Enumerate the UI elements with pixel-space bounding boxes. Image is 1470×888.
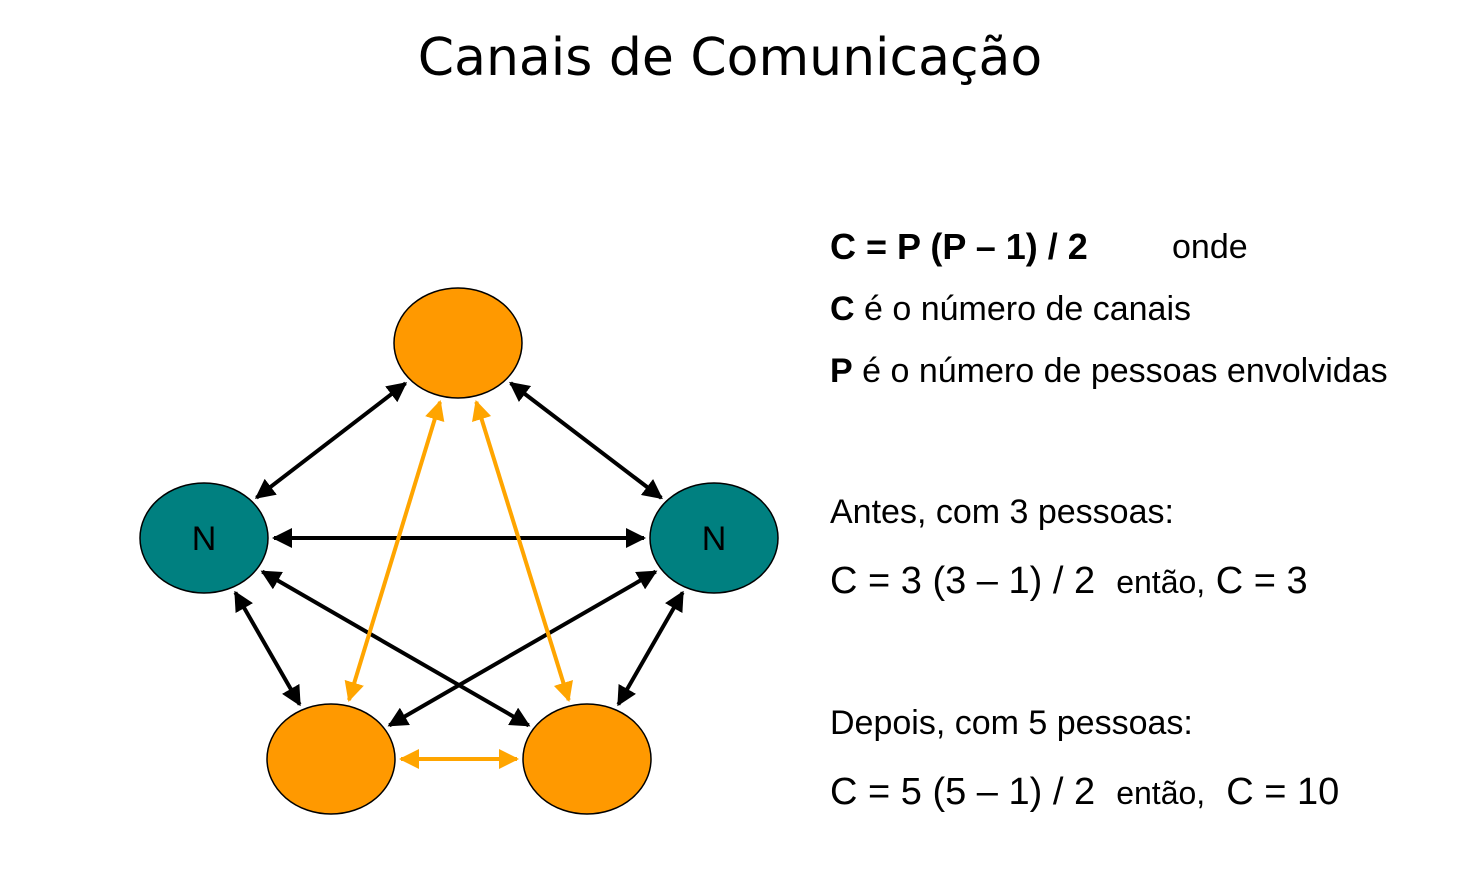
channel-arrow-left-bottom-left [233, 590, 302, 707]
person-node-label-right: N [702, 520, 727, 558]
person-node-shape-right [649, 482, 779, 594]
slide-title: Canais de Comunicação [417, 28, 1043, 88]
channel-arrow-top-left [254, 381, 408, 500]
person-node-bottom-left [266, 703, 396, 815]
antes-formula: C = 3 (3 – 1) / 2 [830, 560, 1096, 602]
person-node-label-left: N [192, 520, 217, 558]
definition-c-symbol: C [830, 290, 855, 328]
channel-arrow-top-right [509, 381, 663, 500]
definition-p: P é o número de pessoas envolvidas [830, 352, 1388, 391]
general-formula: C = P (P – 1) / 2 [830, 226, 1088, 267]
definition-c: C é o número de canais [830, 290, 1191, 329]
person-node-shape-bottom-left [266, 703, 396, 815]
channel-arrow-top-bottom-right [472, 399, 573, 703]
person-node-top [393, 287, 523, 399]
definition-c-text: é o número de canais [854, 290, 1191, 328]
channel-arrow-left-bottom-right [260, 569, 531, 728]
channel-arrow-right-bottom-right [616, 590, 685, 707]
person-node-bottom-right [522, 703, 652, 815]
formula-onde-label: onde [1172, 228, 1248, 266]
antes-entao: então, [1116, 564, 1206, 600]
antes-formula-line: C = 3 (3 – 1) / 2 então, C = 3 [830, 560, 1308, 603]
person-node-left: N [139, 482, 269, 594]
antes-label: Antes, com 3 pessoas: [830, 493, 1174, 531]
channel-arrow-right-bottom-left [387, 569, 658, 728]
depois-formula-line: C = 5 (5 – 1) / 2 então, C = 10 [830, 771, 1339, 814]
definition-p-symbol: P [830, 352, 853, 390]
depois-label: Depois, com 5 pessoas: [830, 704, 1193, 742]
depois-entao: então, [1116, 775, 1206, 811]
channel-arrow-top-bottom-left [344, 400, 445, 702]
person-node-shape-top [393, 287, 523, 399]
depois-formula: C = 5 (5 – 1) / 2 [830, 771, 1096, 813]
person-node-right: N [649, 482, 779, 594]
edges-layer [233, 381, 685, 769]
person-node-shape-left [139, 482, 269, 594]
depois-result: C = 10 [1226, 771, 1340, 813]
definition-p-text: é o número de pessoas envolvidas [852, 352, 1388, 390]
antes-result: C = 3 [1215, 560, 1308, 602]
person-node-shape-bottom-right [522, 703, 652, 815]
